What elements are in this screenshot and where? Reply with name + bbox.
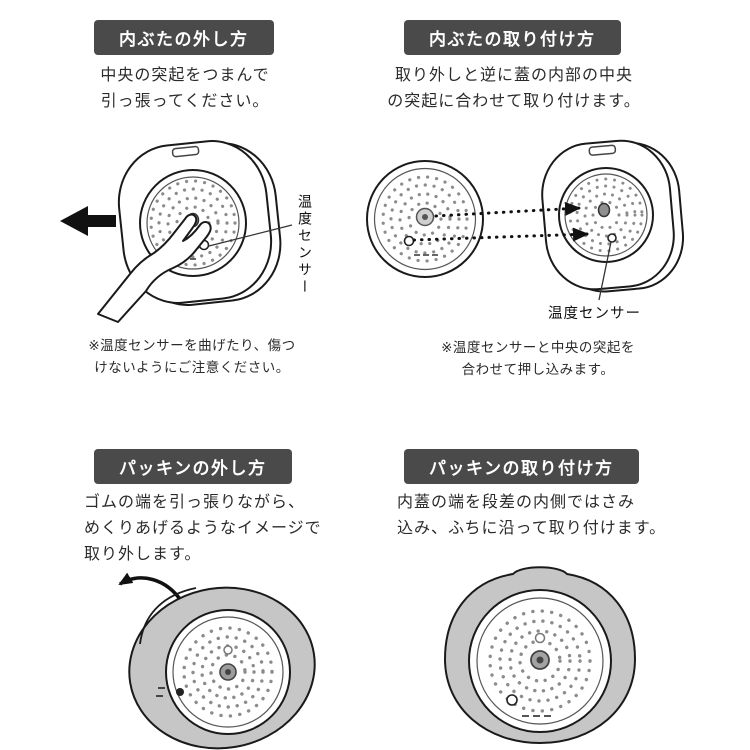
lid-clip-tab	[588, 144, 617, 156]
instruction-text: ゴムの端を引っ張りながら、 めくりあげるようなイメージで 取り外します。	[84, 489, 354, 567]
temperature-sensor-label: 温度センサー	[548, 306, 641, 322]
center-knob-dot	[536, 656, 544, 664]
caution-note: ※温度センサーを曲げたり、傷つ けないようにご注意ください。	[58, 336, 326, 379]
note-line: 合わせて押し込みます。	[461, 361, 615, 378]
section-title-badge: 内ぶたの取り付け方	[404, 20, 621, 55]
instruction-line: 取り外しと逆に蓋の内部の中央	[394, 65, 633, 84]
sensor-pointer-line	[598, 241, 612, 301]
perforation-dots	[568, 177, 644, 253]
temperature-sensor	[176, 688, 184, 696]
section-title-badge: パッキンの外し方	[94, 449, 292, 484]
instruction-line: 取り外します。	[84, 543, 202, 563]
attach-lid-illustration	[366, 139, 685, 301]
temperature-sensor-label: 温度センサー	[296, 194, 312, 296]
packing-fold-line	[139, 587, 197, 645]
vent-hole	[223, 645, 233, 655]
alignment-dotted-arrows	[412, 201, 590, 242]
caution-note: ※温度センサーと中央の突起を 合わせて押し込みます。	[398, 338, 678, 381]
remove-lid-illustration	[60, 140, 293, 323]
inner-lid-front-view	[468, 589, 612, 733]
perforation-dots	[381, 175, 469, 263]
sensor-pointer-line	[208, 224, 293, 247]
instruction-line: の突起に合わせて取り付けます。	[387, 90, 641, 110]
instruction-text: 中央の突起をつまんで 引っ張ってください。	[53, 62, 317, 114]
lid-clip-tab	[171, 145, 200, 158]
instruction-line: 込み、ふちに沿って取り付けます。	[397, 517, 667, 537]
note-line: けないようにご注意ください。	[94, 359, 290, 376]
note-line: ※温度センサーを曲げたり、傷つ	[88, 338, 296, 354]
center-knob	[597, 202, 611, 218]
inner-lid-front-view	[366, 160, 484, 278]
peel-arrow-icon	[118, 572, 184, 604]
align-arrow-sensor	[412, 227, 590, 242]
instruction-text: 内蓋の端を段差の内側ではさみ 込み、ふちに沿って取り付けます。	[397, 489, 697, 541]
inner-lid-front-view	[156, 609, 291, 735]
instruction-line: めくりあげるようなイメージで	[84, 517, 322, 537]
section-title-badge: パッキンの取り付け方	[404, 449, 639, 484]
align-arrow-knob	[434, 201, 582, 218]
perforation-dots	[488, 609, 592, 713]
instruction-line: 引っ張ってください。	[100, 90, 270, 110]
center-knob-dot	[225, 669, 231, 675]
temperature-sensor	[403, 235, 415, 247]
instruction-line: 中央の突起をつまんで	[100, 65, 270, 84]
temperature-sensor	[607, 233, 617, 243]
inner-lid-side-view	[541, 139, 685, 301]
pull-direction-arrow-icon	[60, 206, 116, 236]
hand-icon	[97, 213, 212, 323]
note-line: ※温度センサーと中央の突起を	[441, 340, 635, 356]
attach-packing-illustration	[443, 566, 637, 745]
section-title-badge: 内ぶたの外し方	[94, 20, 274, 55]
remove-packing-illustration	[118, 572, 316, 750]
instruction-text: 取り外しと逆に蓋の内部の中央 の突起に合わせて取り付けます。	[356, 62, 672, 114]
vent-hole	[534, 632, 546, 644]
temperature-sensor	[506, 694, 518, 706]
instruction-line: 内蓋の端を段差の内側ではさみ	[397, 492, 636, 511]
steam-vents	[156, 687, 165, 697]
center-knob-dot	[422, 214, 428, 220]
instruction-line: ゴムの端を引っ張りながら、	[84, 492, 306, 511]
